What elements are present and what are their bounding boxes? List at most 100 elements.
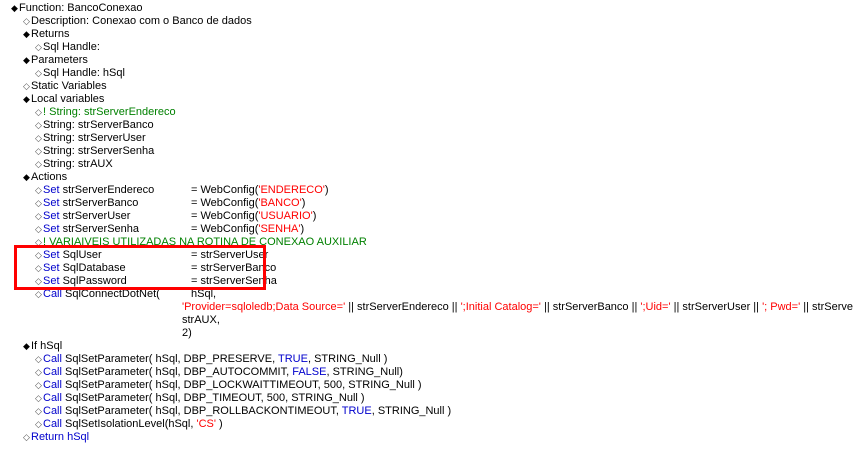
outline-row-comment[interactable]: ◇! VARIAIVEIS UTILIZADAS NA ROTINA DE CO…	[0, 236, 853, 249]
bullet-hollow-icon: ◇	[35, 250, 42, 260]
outline-row-function[interactable]: ◆Function: BancoConexao	[0, 2, 853, 15]
call-text: SqlSetIsolationLevel(hSql,	[65, 418, 197, 430]
bullet-hollow-icon: ◇	[35, 393, 42, 403]
bullet-hollow-icon: ◇	[35, 107, 42, 117]
bullet-hollow-icon: ◇	[35, 289, 42, 299]
outline-row-actions[interactable]: ◆Actions	[0, 171, 853, 184]
bullet-hollow-icon: ◇	[35, 406, 42, 416]
connection-string-part: || strServerUser ||	[670, 301, 763, 313]
call-text-tail: , STRING_Null)	[326, 366, 403, 378]
bullet-hollow-icon: ◇	[35, 211, 42, 221]
comment-text: ! VARIAIVEIS UTILIZADAS NA ROTINA DE CON…	[43, 236, 367, 248]
outline-row-set-webconfig[interactable]: ◇Set strServerBanco= WebConfig('BANCO')	[0, 197, 853, 210]
outline-row-returns[interactable]: ◆Returns	[0, 28, 853, 41]
outline-row-static-variables[interactable]: ◇Static Variables	[0, 80, 853, 93]
keyword-call: Call	[43, 366, 62, 378]
outline-row-call-setparameter[interactable]: ◇Call SqlSetParameter( hSql, DBP_LOCKWAI…	[0, 379, 853, 392]
outline-row-parameters-item[interactable]: ◇Sql Handle: hSql	[0, 67, 853, 80]
boolean-literal: FALSE	[292, 366, 327, 378]
local-var-text: String: strAUX	[43, 158, 113, 170]
keyword-set: Set	[43, 223, 60, 235]
call-text: SqlSetParameter( hSql, DBP_TIMEOUT, 500,…	[65, 392, 365, 404]
bullet-filled-icon: ◆	[23, 172, 30, 182]
outline-row-set-highlighted[interactable]: ◇Set SqlDatabase= strServerBanco	[0, 262, 853, 275]
keyword-call: Call	[43, 353, 62, 365]
outline-row-call-setparameter[interactable]: ◇Call SqlSetParameter( hSql, DBP_TIMEOUT…	[0, 392, 853, 405]
bullet-hollow-icon: ◇	[35, 224, 42, 234]
keyword-call: Call	[43, 405, 62, 417]
outline-row-call-setparameter[interactable]: ◇Call SqlSetParameter( hSql, DBP_AUTOCOM…	[0, 366, 853, 379]
outline-row-set-highlighted[interactable]: ◇Set SqlUser= strServerUser	[0, 249, 853, 262]
connection-string-part: '; Pwd='	[762, 301, 801, 313]
outline-row-if[interactable]: ◆If hSql	[0, 340, 853, 353]
outline-row-call-isolation[interactable]: ◇Call SqlSetIsolationLevel(hSql, 'CS' )	[0, 418, 853, 431]
bullet-hollow-icon: ◇	[35, 185, 42, 195]
call-arg-4: 2)	[182, 327, 192, 339]
outline-row-local-variables[interactable]: ◆Local variables	[0, 93, 853, 106]
keyword-call: Call	[43, 379, 62, 391]
bullet-filled-icon: ◆	[23, 94, 30, 104]
bullet-hollow-icon: ◇	[35, 237, 42, 247]
call-text-tail: , STRING_Null )	[307, 353, 388, 365]
outline-row-set-webconfig[interactable]: ◇Set strServerEndereco= WebConfig('ENDER…	[0, 184, 853, 197]
expression-tail: )	[301, 197, 306, 209]
call-text-tail: , STRING_Null )	[371, 405, 452, 417]
keyword-call: Call	[43, 288, 62, 300]
bullet-hollow-icon: ◇	[23, 81, 30, 91]
call-text: SqlSetParameter( hSql, DBP_PRESERVE,	[65, 353, 278, 365]
assign-target: strServerUser	[62, 210, 131, 222]
outline-row-local-var[interactable]: ◇String: strServerSenha	[0, 145, 853, 158]
keyword-set: Set	[43, 249, 60, 261]
returns-header: Returns	[31, 28, 70, 40]
outline-row-return[interactable]: ◇Return hSql	[0, 431, 853, 444]
assign-target: strServerBanco	[62, 197, 139, 209]
bullet-hollow-icon: ◇	[35, 133, 42, 143]
call-name: SqlConnectDotNet(	[65, 288, 160, 300]
outline-row-local-var[interactable]: ◇String: strServerBanco	[0, 119, 853, 132]
outline-row-call-setparameter[interactable]: ◇Call SqlSetParameter( hSql, DBP_PRESERV…	[0, 353, 853, 366]
local-variables-header: Local variables	[31, 93, 105, 105]
connection-string-part: || strServerEndereco ||	[345, 301, 461, 313]
local-var-text: String: strServerSenha	[43, 145, 155, 157]
outline-row-set-webconfig[interactable]: ◇Set strServerUser= WebConfig('USUARIO')	[0, 210, 853, 223]
local-var-text: ! String: strServerEndereco	[43, 106, 176, 118]
bullet-hollow-icon: ◇	[35, 146, 42, 156]
keyword-set: Set	[43, 197, 60, 209]
assign-expression: = WebConfig(	[191, 223, 259, 235]
actions-header: Actions	[31, 171, 68, 183]
outline-row-returns-item[interactable]: ◇Sql Handle:	[0, 41, 853, 54]
outline-row-local-var[interactable]: ◇! String: strServerEndereco	[0, 106, 853, 119]
outline-row-parameters[interactable]: ◆Parameters	[0, 54, 853, 67]
outline-row-local-var[interactable]: ◇String: strServerUser	[0, 132, 853, 145]
bullet-hollow-icon: ◇	[35, 354, 42, 364]
connection-string-part: ';Uid='	[640, 301, 671, 313]
parameters-item: Sql Handle: hSql	[43, 67, 125, 79]
outline-row-call-connect[interactable]: ◇Call SqlConnectDotNet(hSql,	[0, 288, 853, 301]
local-var-text: String: strServerUser	[43, 132, 146, 144]
keyword-set: Set	[43, 210, 60, 222]
bullet-hollow-icon: ◇	[35, 263, 42, 273]
string-literal: 'USUARIO'	[258, 210, 313, 222]
returns-item: Sql Handle:	[43, 41, 100, 53]
outline-row-set-webconfig[interactable]: ◇Set strServerSenha= WebConfig('SENHA')	[0, 223, 853, 236]
assign-target: SqlDatabase	[62, 262, 126, 274]
keyword-call: Call	[43, 418, 62, 430]
connection-string-part: 'Provider=sqloledb;Data Source='	[182, 301, 346, 313]
boolean-literal: TRUE	[278, 353, 308, 365]
outline-row-set-highlighted[interactable]: ◇Set SqlPassword= strServerSenha	[0, 275, 853, 288]
bullet-hollow-icon: ◇	[35, 120, 42, 130]
keyword-call: Call	[43, 392, 62, 404]
outline-row-local-var[interactable]: ◇String: strAUX	[0, 158, 853, 171]
outline-row-description[interactable]: ◇Description: Conexao com o Banco de dad…	[0, 15, 853, 28]
bullet-hollow-icon: ◇	[35, 198, 42, 208]
parameters-header: Parameters	[31, 54, 88, 66]
outline-row-call-setparameter[interactable]: ◇Call SqlSetParameter( hSql, DBP_ROLLBAC…	[0, 405, 853, 418]
boolean-literal: TRUE	[341, 405, 372, 417]
call-text: SqlSetParameter( hSql, DBP_LOCKWAITTIMEO…	[65, 379, 422, 391]
connection-string-part: ';Initial Catalog='	[460, 301, 541, 313]
outline-row-call-connect-arg2: 'Provider=sqloledb;Data Source=' || strS…	[0, 301, 853, 314]
bullet-hollow-icon: ◇	[23, 16, 30, 26]
call-text-tail: )	[215, 418, 223, 430]
description-text: Description: Conexao com o Banco de dado…	[31, 15, 252, 27]
assign-target: SqlPassword	[62, 275, 127, 287]
